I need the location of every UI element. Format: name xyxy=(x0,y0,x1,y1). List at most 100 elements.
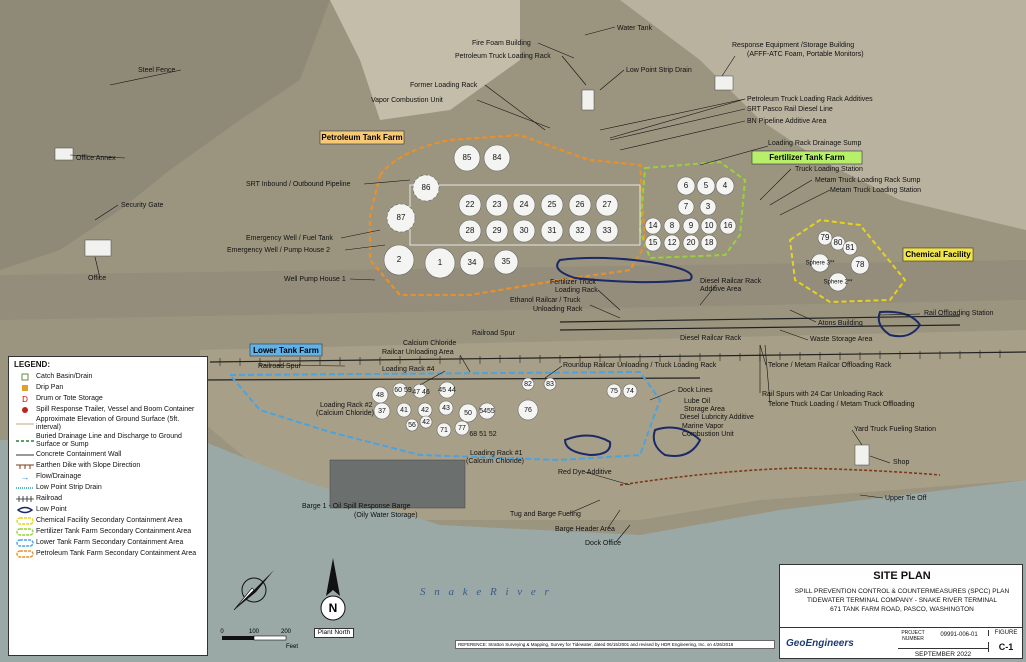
tank-23-label: 23 xyxy=(493,200,502,209)
tank-30-label: 30 xyxy=(520,226,529,235)
label-emergency-well-fuel-tank: Emergency Well / Fuel Tank xyxy=(246,235,333,242)
label-telone-metam-railcar-offloading-rack: Telone / Metam Railcar Offloading Rack xyxy=(768,362,892,369)
label-emergency-well-pump-house-2: Emergency Well / Pump House 2 xyxy=(227,247,330,254)
label-metam-truck-loading-station: Metam Truck Loading Station xyxy=(830,187,921,194)
buried-drain-icon xyxy=(14,437,36,445)
legend-item: Drip Pan xyxy=(14,383,202,393)
label-combustion-unit: Combustion Unit xyxy=(682,431,734,438)
label-waste-storage-area: Waste Storage Area xyxy=(810,336,872,343)
label-dock-office: Dock Office xyxy=(585,540,621,547)
legend-item: Low Point xyxy=(14,505,202,515)
label-calcium-chloride: Calcium Chloride xyxy=(403,340,456,347)
label-office: Office xyxy=(88,275,106,282)
field-north xyxy=(330,0,520,120)
label-lube-oil: Lube Oil xyxy=(684,398,711,405)
legend-item: Buried Drainage Line and Discharge to Gr… xyxy=(14,433,202,449)
tank-label-t43: 43 xyxy=(442,405,450,412)
tank-29-label: 29 xyxy=(493,226,502,235)
project-number-label: PROJECT NUMBER xyxy=(901,630,925,642)
label-snake-river: S n a k e R i v e r xyxy=(420,586,552,598)
tank-27-label: 27 xyxy=(603,200,612,209)
legend-item: Approximate Elevation of Ground Surface … xyxy=(14,416,202,432)
label-red-dye-additive: Red Dye Additive xyxy=(558,469,612,476)
legend-item: →Flow/Drainage xyxy=(14,472,202,482)
scale-unit: Feet xyxy=(286,644,298,650)
lower-tanks: 60 59 47 46 45 44 82 83 75 74 48 37 41 4… xyxy=(371,377,638,438)
label-truck-loading-station: Truck Loading Station xyxy=(795,166,863,173)
label-loading-rack-2-calcium: (Calcium Chloride) xyxy=(316,410,374,417)
label-diesel-railcar-rack-additive: Diesel Railcar Rack xyxy=(700,278,762,285)
concrete-wall-icon xyxy=(14,451,36,459)
tank-label-t37: 37 xyxy=(378,408,386,415)
legend-item: Fertilizer Tank Farm Secondary Containme… xyxy=(14,527,202,537)
tank-24-label: 24 xyxy=(520,200,529,209)
tank-label-t10: 10 xyxy=(705,221,714,230)
tank-label-t79: 79 xyxy=(821,233,830,242)
tank-label-t77: 77 xyxy=(458,425,466,432)
lower-tank-farm-tag: Lower Tank Farm xyxy=(253,346,319,355)
legend-item: Petroleum Tank Farm Secondary Containmen… xyxy=(14,549,202,559)
tank-2-label: 2 xyxy=(397,255,402,264)
tank-label-t3: 3 xyxy=(706,202,711,211)
tank-label-t48: 48 xyxy=(376,392,384,399)
tank-label-t78: 78 xyxy=(856,260,865,269)
title-block-line3: 671 TANK FARM ROAD, PASCO, WASHINGTON xyxy=(830,606,974,613)
label-fertilizer-loading-rack: Loading Rack xyxy=(555,287,598,294)
scale-bar: 0 100 200 Feet xyxy=(218,626,308,652)
label-unloading-rack: Unloading Rack xyxy=(533,306,583,313)
catch-basin-icon xyxy=(14,372,36,382)
contour-line-icon xyxy=(14,420,36,428)
tank-label-t80: 80 xyxy=(834,238,843,247)
tank-label-t20: 20 xyxy=(687,238,696,247)
scale-mid: 100 xyxy=(249,629,260,635)
drum-icon: D xyxy=(22,394,28,404)
tank-label-t82: 82 xyxy=(524,381,532,388)
chemical-tanks: 79 80 81 78 Sphere 3** Sphere 2** xyxy=(805,230,870,292)
tank-31-label: 31 xyxy=(548,226,557,235)
title-block-title: SITE PLAN xyxy=(873,570,931,582)
project-number: 09991-006-01 xyxy=(940,632,978,638)
petroleum-tank-farm-containment xyxy=(368,133,647,297)
earthen-dike-icon xyxy=(14,462,36,470)
label-loading-rack-2: Loading Rack #2 xyxy=(320,402,373,409)
tank-33-label: 33 xyxy=(603,226,612,235)
tank-label-t6: 6 xyxy=(684,181,689,190)
rail-corridor-ground xyxy=(0,260,1026,320)
tank-label-t50: 50 xyxy=(464,410,472,417)
figure-label: FIGURE xyxy=(988,630,1023,636)
label-srt-inbound-outbound-pipeline: SRT Inbound / Outbound Pipeline xyxy=(246,181,351,188)
scale-zero: 0 xyxy=(220,629,224,635)
label-low-point-strip-drain: Low Point Strip Drain xyxy=(626,67,692,74)
label-marine-vapor: Marine Vapor xyxy=(682,423,724,430)
railroad-icon xyxy=(14,495,36,503)
tank-label-t4: 4 xyxy=(723,181,728,190)
legend-item: Lower Tank Farm Secondary Containment Ar… xyxy=(14,538,202,548)
tank-87-label: 87 xyxy=(397,213,406,222)
label-roundup-railcar: Roundup Railcar Unloading / Truck Loadin… xyxy=(563,362,717,369)
tank-label-t83: 83 xyxy=(546,381,554,388)
label-vapor-combustion-unit: Vapor Combustion Unit xyxy=(371,97,443,104)
chem-containment-icon xyxy=(14,516,36,526)
label-bn-pipeline-additive-area: BN Pipeline Additive Area xyxy=(747,118,826,125)
tank-28-label: 28 xyxy=(466,226,475,235)
label-rail-offloading-station: Rail Offloading Station xyxy=(924,310,994,317)
tank-label-t9: 9 xyxy=(689,221,694,230)
railroad-lines xyxy=(199,315,1026,381)
tank-86-label: 86 xyxy=(422,183,431,192)
hillside-west xyxy=(0,0,330,270)
title-block-date: SEPTEMBER 2022 xyxy=(898,648,988,658)
legend-item: Catch Basin/Drain xyxy=(14,372,202,382)
tank-label-t15: 15 xyxy=(649,238,658,247)
tank-26-label: 26 xyxy=(576,200,585,209)
label-diesel-lubricity-additive: Diesel Lubricity Additive xyxy=(680,414,754,421)
label-railroad-spur-left: Railroad Spur xyxy=(258,363,301,370)
label-petroleum-truck-loading-rack-additives: Petroleum Truck Loading Rack Additives xyxy=(747,96,873,103)
petroleum-tanks: 85 84 86 87 22 23 24 25 26 27 28 29 30 3… xyxy=(383,144,619,279)
chemical-facility-tag: Chemical Facility xyxy=(905,250,971,259)
tank-label-t12: 12 xyxy=(668,238,677,247)
fertilizer-tanks: 6 5 4 7 3 14 8 9 10 16 15 12 20 18 xyxy=(644,176,737,252)
earthen-dike xyxy=(619,467,941,486)
lower-tank-farm-containment xyxy=(227,370,662,462)
label-response-equipment: Response Equipment /Storage Building xyxy=(732,42,854,49)
